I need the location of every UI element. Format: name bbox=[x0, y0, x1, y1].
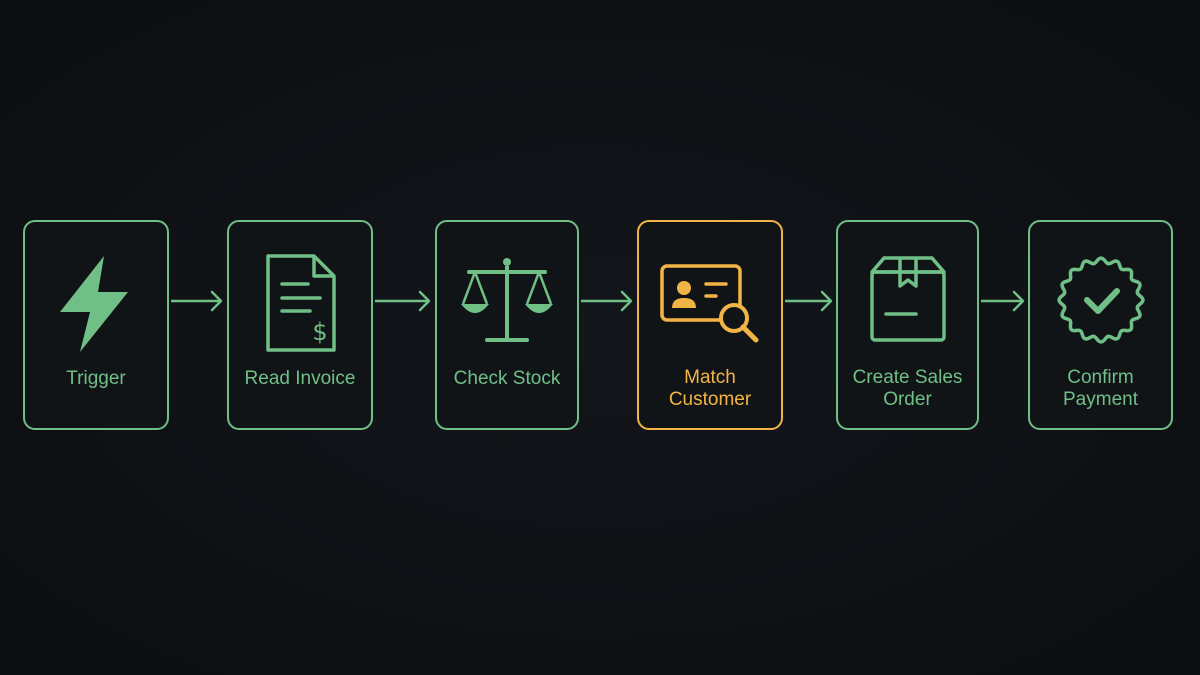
arrow-connector bbox=[581, 289, 635, 313]
arrow-connector bbox=[375, 289, 433, 313]
id-card-search-icon bbox=[660, 254, 760, 354]
arrow-connector bbox=[785, 289, 835, 313]
step-label: Match Customer bbox=[668, 367, 752, 410]
balance-scale-icon bbox=[457, 254, 557, 354]
step-label: Read Invoice bbox=[244, 368, 356, 389]
step-check-stock[interactable]: Check Stock bbox=[435, 220, 579, 430]
step-read-invoice[interactable]: $ Read Invoice bbox=[227, 220, 373, 430]
arrow-connector bbox=[171, 289, 225, 313]
arrow-connector bbox=[981, 289, 1027, 313]
step-label: Trigger bbox=[66, 368, 126, 389]
verified-badge-icon bbox=[1051, 254, 1151, 354]
step-create-sales-order[interactable]: Create Sales Order bbox=[836, 220, 979, 430]
step-match-customer[interactable]: Match Customer bbox=[637, 220, 783, 430]
svg-text:$: $ bbox=[312, 318, 327, 346]
verified-badge-shape bbox=[1056, 256, 1145, 344]
lightning-bolt-icon bbox=[46, 254, 146, 354]
step-trigger[interactable]: Trigger bbox=[23, 220, 169, 430]
package-box-icon bbox=[858, 254, 958, 354]
step-confirm-payment[interactable]: Confirm Payment bbox=[1028, 220, 1173, 430]
invoice-document-icon: $ bbox=[250, 254, 350, 354]
step-label: Confirm Payment bbox=[1063, 367, 1138, 410]
step-label: Create Sales Order bbox=[852, 367, 963, 410]
step-label: Check Stock bbox=[453, 368, 561, 389]
